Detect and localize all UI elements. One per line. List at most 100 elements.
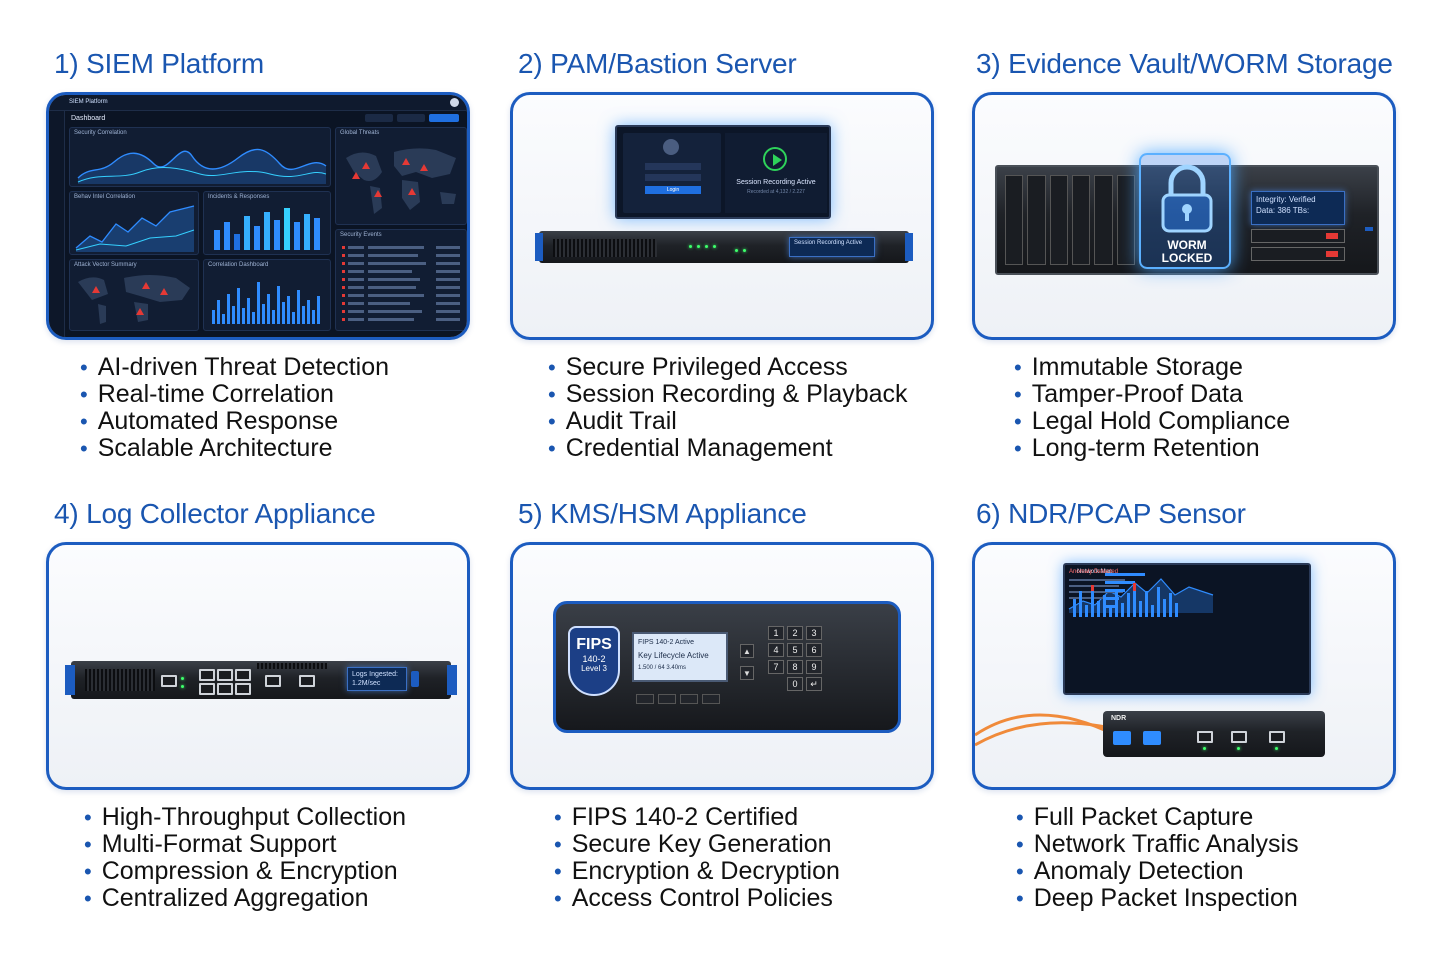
feature-list: FIPS 140-2 Certified Secure Key Generati… bbox=[554, 804, 840, 912]
feature-list: Immutable Storage Tamper-Proof Data Lega… bbox=[1014, 354, 1290, 462]
product-image: Logs Ingested: 1.2M/sec bbox=[46, 542, 470, 790]
keypad: 1 2 3 4 5 6 7 8 9 0 ↵ bbox=[768, 626, 828, 691]
card-title: 6) NDR/PCAP Sensor bbox=[976, 498, 1246, 529]
app-name: SIEM Platform bbox=[69, 99, 108, 105]
list-item: FIPS 140-2 Certified bbox=[554, 804, 840, 831]
hsm-device: FIPS 140-2 Level 3 FIPS 140-2 Active Key… bbox=[553, 601, 901, 733]
keypad-key[interactable]: 1 bbox=[768, 626, 784, 640]
list-item: Network Traffic Analysis bbox=[1016, 831, 1299, 858]
nav-up-button[interactable]: ▲ bbox=[740, 644, 754, 658]
feature-list: AI-driven Threat Detection Real-time Cor… bbox=[80, 354, 389, 462]
fiber-port[interactable] bbox=[1143, 731, 1161, 745]
storage-server: Integrity: Verified Data: 386 TBs: bbox=[995, 165, 1379, 275]
list-item: Real-time Correlation bbox=[80, 381, 389, 408]
list-item: Full Packet Capture bbox=[1016, 804, 1299, 831]
list-item: Immutable Storage bbox=[1014, 354, 1290, 381]
list-item: Compression & Encryption bbox=[84, 858, 406, 885]
card-title: 3) Evidence Vault/WORM Storage bbox=[976, 48, 1393, 79]
list-item: Legal Hold Compliance bbox=[1014, 408, 1290, 435]
list-item: Automated Response bbox=[80, 408, 389, 435]
list-item: Long-term Retention bbox=[1014, 435, 1290, 462]
enter-key[interactable]: ↵ bbox=[806, 677, 822, 691]
range-button[interactable] bbox=[365, 114, 393, 122]
device-label: NDR bbox=[1111, 715, 1127, 722]
list-item: Audit Trail bbox=[548, 408, 908, 435]
soft-key[interactable] bbox=[658, 694, 676, 704]
product-image: Network Map Anomaly Detected bbox=[972, 542, 1396, 790]
nav-down-button[interactable]: ▼ bbox=[740, 666, 754, 680]
username-field[interactable] bbox=[645, 163, 701, 170]
feature-list: Secure Privileged Access Session Recordi… bbox=[548, 354, 908, 462]
list-item: Credential Management bbox=[548, 435, 908, 462]
list-item: Tamper-Proof Data bbox=[1014, 381, 1290, 408]
list-item: High-Throughput Collection bbox=[84, 804, 406, 831]
card-title: 4) Log Collector Appliance bbox=[54, 498, 376, 529]
soft-key[interactable] bbox=[702, 694, 720, 704]
play-icon[interactable] bbox=[763, 147, 787, 171]
list-item: Secure Key Generation bbox=[554, 831, 840, 858]
panel-security-events: Security Events bbox=[335, 229, 467, 331]
ndr-sensor: NDR bbox=[1103, 711, 1325, 757]
keypad-key[interactable]: 2 bbox=[787, 626, 803, 640]
keypad-key[interactable]: 3 bbox=[806, 626, 822, 640]
ndr-monitor: Network Map Anomaly Detected bbox=[1063, 563, 1311, 695]
password-field[interactable] bbox=[645, 174, 701, 181]
soft-key[interactable] bbox=[680, 694, 698, 704]
spike-panel bbox=[1065, 583, 1189, 777]
keypad-key[interactable]: 7 bbox=[768, 660, 784, 674]
export-button[interactable] bbox=[429, 114, 459, 122]
product-image: Login Session Recording Active Recorded … bbox=[510, 92, 934, 340]
power-button[interactable] bbox=[411, 671, 419, 687]
session-sub: Recorded at 4,132 / 2.227 bbox=[747, 189, 805, 195]
soft-key[interactable] bbox=[636, 694, 654, 704]
list-item: Multi-Format Support bbox=[84, 831, 406, 858]
fiber-port[interactable] bbox=[1113, 731, 1131, 745]
lock-icon bbox=[1161, 164, 1213, 233]
filter-button[interactable] bbox=[397, 114, 425, 122]
worm-lock: WORM LOCKED bbox=[1139, 153, 1231, 269]
feature-list: High-Throughput Collection Multi-Format … bbox=[84, 804, 406, 912]
panel-correlation: Security Correlation bbox=[69, 127, 331, 187]
keypad-key[interactable]: 0 bbox=[787, 677, 803, 691]
sidebar bbox=[49, 111, 65, 337]
panel-behav-intel: Behav Intel Correlation bbox=[69, 191, 199, 255]
user-icon bbox=[663, 139, 679, 155]
list-item: Access Control Policies bbox=[554, 885, 840, 912]
keypad-key[interactable]: 5 bbox=[787, 643, 803, 657]
keypad-key[interactable]: 9 bbox=[806, 660, 822, 674]
ingest-display: Logs Ingested: 1.2M/sec bbox=[347, 667, 407, 691]
log-collector-device: Logs Ingested: 1.2M/sec bbox=[65, 661, 457, 699]
pam-server: Session Recording Active bbox=[535, 231, 913, 263]
list-item: Encryption & Decryption bbox=[554, 858, 840, 885]
keypad-key[interactable]: 4 bbox=[768, 643, 784, 657]
login-button[interactable]: Login bbox=[645, 186, 701, 194]
product-image: Integrity: Verified Data: 386 TBs: WORM … bbox=[972, 92, 1396, 340]
feature-list: Full Packet Capture Network Traffic Anal… bbox=[1016, 804, 1299, 912]
card-title: 2) PAM/Bastion Server bbox=[518, 48, 797, 79]
panel-correlation-dashboard: Correlation Dashboard bbox=[203, 259, 331, 331]
page-title: Dashboard bbox=[71, 115, 106, 122]
fips-badge: FIPS 140-2 Level 3 bbox=[568, 626, 620, 696]
keypad-key[interactable]: 8 bbox=[787, 660, 803, 674]
list-item: Anomaly Detection bbox=[1016, 858, 1299, 885]
app-title: Network Map bbox=[1077, 569, 1113, 575]
card-title: 1) SIEM Platform bbox=[54, 48, 264, 79]
keypad-key[interactable]: 6 bbox=[806, 643, 822, 657]
card-title: 5) KMS/HSM Appliance bbox=[518, 498, 807, 529]
siem-dashboard: SIEM Platform Dashboard Security Correla… bbox=[49, 95, 467, 337]
panel-attack-vector: Attack Vector Summary bbox=[69, 259, 199, 331]
list-item: AI-driven Threat Detection bbox=[80, 354, 389, 381]
product-image: SIEM Platform Dashboard Security Correla… bbox=[46, 92, 470, 340]
list-item: Centralized Aggregation bbox=[84, 885, 406, 912]
session-monitor: Login Session Recording Active Recorded … bbox=[615, 125, 831, 219]
anomaly-alert: Anomaly Detected bbox=[1069, 569, 1119, 575]
status-lcd: Session Recording Active bbox=[789, 237, 875, 257]
session-label: Session Recording Active bbox=[736, 179, 816, 186]
list-item: Secure Privileged Access bbox=[548, 354, 908, 381]
list-item: Session Recording & Playback bbox=[548, 381, 908, 408]
lock-label: WORM LOCKED bbox=[1161, 238, 1213, 265]
hsm-lcd: FIPS 140-2 Active Key Lifecycle Active 1… bbox=[632, 632, 728, 682]
product-image: FIPS 140-2 Level 3 FIPS 140-2 Active Key… bbox=[510, 542, 934, 790]
panel-incidents: Incidents & Responses bbox=[203, 191, 331, 255]
avatar bbox=[450, 98, 459, 107]
